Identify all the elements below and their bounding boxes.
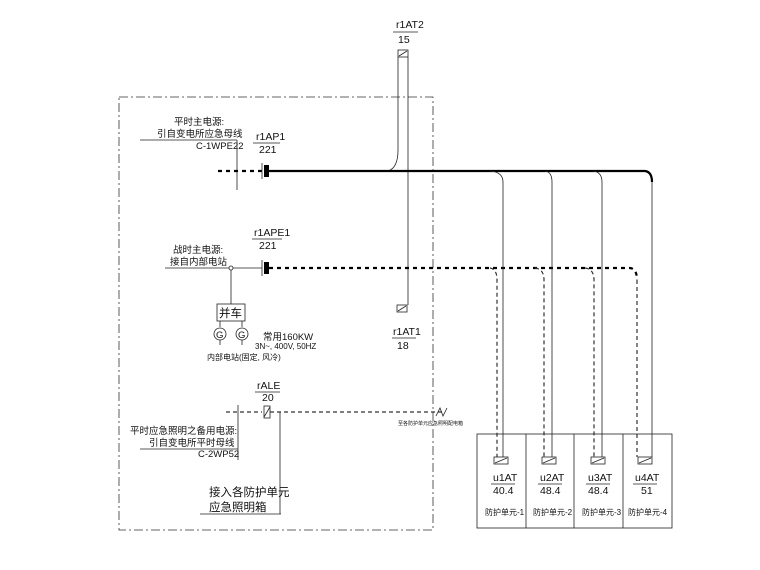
- unit-4-label: 防护单元-4: [628, 507, 668, 517]
- bottom-feeder-breaker: [396, 304, 408, 313]
- drop-u3-normal: [592, 170, 603, 457]
- lighting-desc: 引自变电所平时母线: [149, 437, 235, 449]
- unit-1-value: 40.4: [493, 485, 514, 497]
- unit-4: u4AT 51 防护单元-4: [628, 456, 668, 517]
- war-source-desc: 接自内部电站: [170, 256, 228, 268]
- unit-1-name: u1AT: [493, 472, 518, 484]
- main-enclosure: [118, 96, 434, 531]
- war-switch-name: r1APE1: [254, 227, 290, 239]
- drop-u3-war: [584, 267, 595, 457]
- unit-3-name: u3AT: [588, 472, 613, 484]
- drop-u1-normal: [489, 170, 504, 457]
- generator-2-symbol: G: [238, 330, 245, 341]
- normal-switch-value: 221: [259, 144, 277, 156]
- top-feeder-breaker: [397, 49, 409, 58]
- unit-3-label: 防护单元-3: [582, 507, 622, 517]
- lighting-switch-name: rALE: [257, 380, 280, 392]
- bottom-feeder-value: 18: [397, 340, 409, 352]
- lighting-target-1: 接入各防护单元: [209, 485, 290, 499]
- unit-2-label: 防护单元-2: [533, 507, 573, 517]
- generator-spec-1: 常用160KW: [263, 331, 313, 343]
- lighting-code: C-2WP52: [198, 449, 239, 460]
- drop-u2-normal: [544, 170, 553, 457]
- unit-1-label: 防护单元-1: [485, 507, 525, 517]
- unit-2-value: 48.4: [540, 485, 561, 497]
- generator-1-symbol: G: [216, 330, 223, 341]
- lighting-title: 平时应急照明之备用电源:: [130, 425, 237, 437]
- unit-4-name: u4AT: [635, 472, 660, 484]
- drop-u2-war: [534, 267, 545, 457]
- lighting-target-2: 应急照明箱: [209, 500, 267, 514]
- unit-boxes: [476, 433, 673, 529]
- parallel-box: [216, 303, 246, 322]
- normal-source-desc: 引自变电所应急母线: [157, 128, 243, 140]
- parallel-label: 并车: [219, 306, 242, 320]
- unit-3-value: 48.4: [588, 485, 609, 497]
- lighting-line-note: 至各防护单元应急照明配电箱: [398, 420, 463, 427]
- unit-3: u3AT 48.4 防护单元-3: [582, 456, 622, 517]
- generator-station-note: 内部电站(固定, 风冷): [207, 352, 281, 362]
- normal-source-title: 平时主电源:: [174, 116, 224, 128]
- top-feeder-cable-a: [387, 57, 399, 172]
- unit-2-name: u2AT: [540, 472, 565, 484]
- war-source-title: 战时主电源:: [173, 244, 223, 256]
- unit-4-value: 51: [641, 485, 653, 497]
- top-feeder-name: r1AT2: [396, 19, 424, 31]
- normal-source-code: C-1WPE22: [196, 141, 244, 152]
- top-feeder-value: 15: [398, 34, 410, 46]
- generator-spec-2: 3N~, 400V, 50HZ: [255, 342, 316, 351]
- war-switch-value: 221: [259, 240, 277, 252]
- unit-1: u1AT 40.4 防护单元-1: [485, 456, 525, 517]
- war-switch: [264, 262, 269, 274]
- lighting-switch-value: 20: [262, 392, 274, 404]
- normal-switch-name: r1AP1: [256, 131, 285, 143]
- normal-bus: [269, 169, 654, 183]
- drop-u1-war: [489, 267, 498, 457]
- unit-2: u2AT 48.4 防护单元-2: [533, 456, 573, 517]
- war-bus: [269, 266, 639, 281]
- bottom-feeder-name: r1AT1: [393, 326, 421, 338]
- normal-switch: [264, 165, 269, 177]
